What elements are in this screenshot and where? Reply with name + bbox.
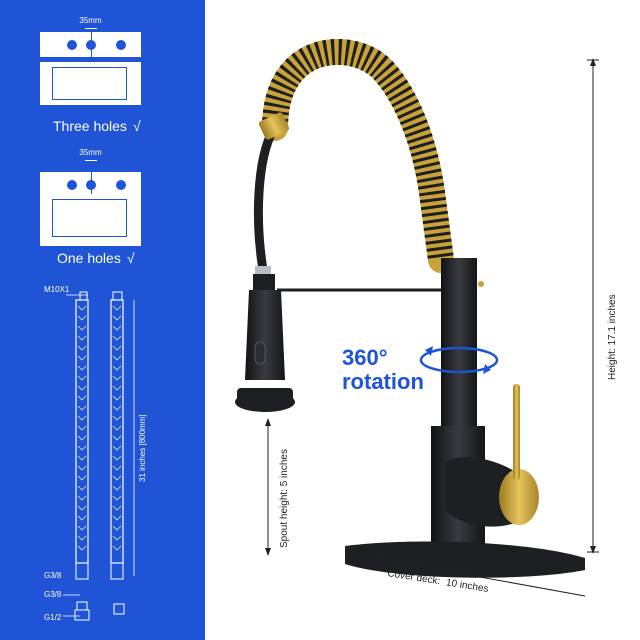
deck-plate bbox=[40, 32, 141, 57]
hole-spacing-arrow bbox=[85, 160, 97, 161]
hose-length-label: 31 inches [800mm] bbox=[138, 414, 147, 482]
center-line bbox=[91, 172, 92, 197]
faucet-column bbox=[441, 258, 477, 430]
spray-head bbox=[245, 290, 285, 380]
spray-base bbox=[237, 388, 293, 406]
fitting-label: G3/8 bbox=[44, 590, 62, 599]
hose-fitting bbox=[112, 291, 123, 301]
hose-nut bbox=[110, 562, 124, 580]
spout-height-label: Spout height: 5 inches bbox=[279, 449, 290, 548]
fitting-label: G3/8 bbox=[44, 571, 62, 580]
spray-neck bbox=[253, 274, 275, 290]
rotation-degrees: 360° bbox=[342, 345, 388, 370]
adapter-fitting bbox=[76, 601, 88, 611]
adapter-fitting bbox=[113, 603, 125, 615]
faucet-illustration: Height: 17.1 inches Spout height: 5 inch… bbox=[235, 39, 618, 597]
gold-spring bbox=[262, 39, 454, 273]
faucet-hole bbox=[67, 180, 77, 190]
rotation-word: rotation bbox=[342, 369, 424, 394]
braided-hose bbox=[110, 299, 124, 564]
spray-collar bbox=[255, 266, 271, 274]
fitting-label: G1/2 bbox=[44, 613, 62, 622]
three-holes-diagram: 35mm bbox=[40, 16, 141, 108]
hole-spacing-arrow bbox=[85, 28, 97, 29]
hose-nut bbox=[75, 562, 89, 580]
one-holes-diagram: 35mm bbox=[40, 148, 141, 248]
adapter-fitting bbox=[74, 609, 90, 621]
braided-hose bbox=[75, 299, 89, 564]
one-holes-caption: One holes√ bbox=[57, 250, 135, 266]
pulldown-hose bbox=[253, 127, 278, 271]
sink-basin bbox=[40, 194, 141, 246]
hole-spacing-label: 35mm bbox=[79, 148, 102, 157]
cover-deck-line bbox=[374, 557, 586, 597]
spray-button bbox=[254, 341, 266, 365]
set-screw bbox=[478, 281, 484, 287]
hose-fitting bbox=[79, 291, 88, 301]
faucet-hole bbox=[67, 40, 77, 50]
check-icon: √ bbox=[126, 250, 135, 266]
handle-cap bbox=[499, 469, 539, 525]
faucet-hole bbox=[116, 180, 126, 190]
thread-top-label: M10X1 bbox=[44, 285, 70, 294]
hose-diagram: M10X1 31 inches [800mm] G3/8 G3/8 G1/2 bbox=[44, 285, 147, 622]
specs-panel: 35mm Three holes√ 35mm bbox=[0, 0, 205, 640]
handle-lever bbox=[513, 384, 520, 480]
faucet-hole bbox=[116, 40, 126, 50]
rotation-text: 360° rotation bbox=[342, 346, 462, 394]
cover-deck bbox=[345, 541, 585, 578]
hole-spacing-label: 35mm bbox=[79, 16, 102, 25]
rotation-arrow-icon bbox=[419, 346, 499, 374]
height-label: Height: 17.1 inches bbox=[607, 294, 618, 380]
sink-basin bbox=[40, 62, 141, 105]
three-holes-caption: Three holes√ bbox=[53, 118, 141, 134]
center-line bbox=[91, 32, 92, 57]
spray-connector bbox=[258, 112, 290, 140]
check-icon: √ bbox=[132, 118, 141, 134]
deck-plate bbox=[40, 172, 141, 197]
spring-coil-pattern bbox=[262, 39, 454, 262]
